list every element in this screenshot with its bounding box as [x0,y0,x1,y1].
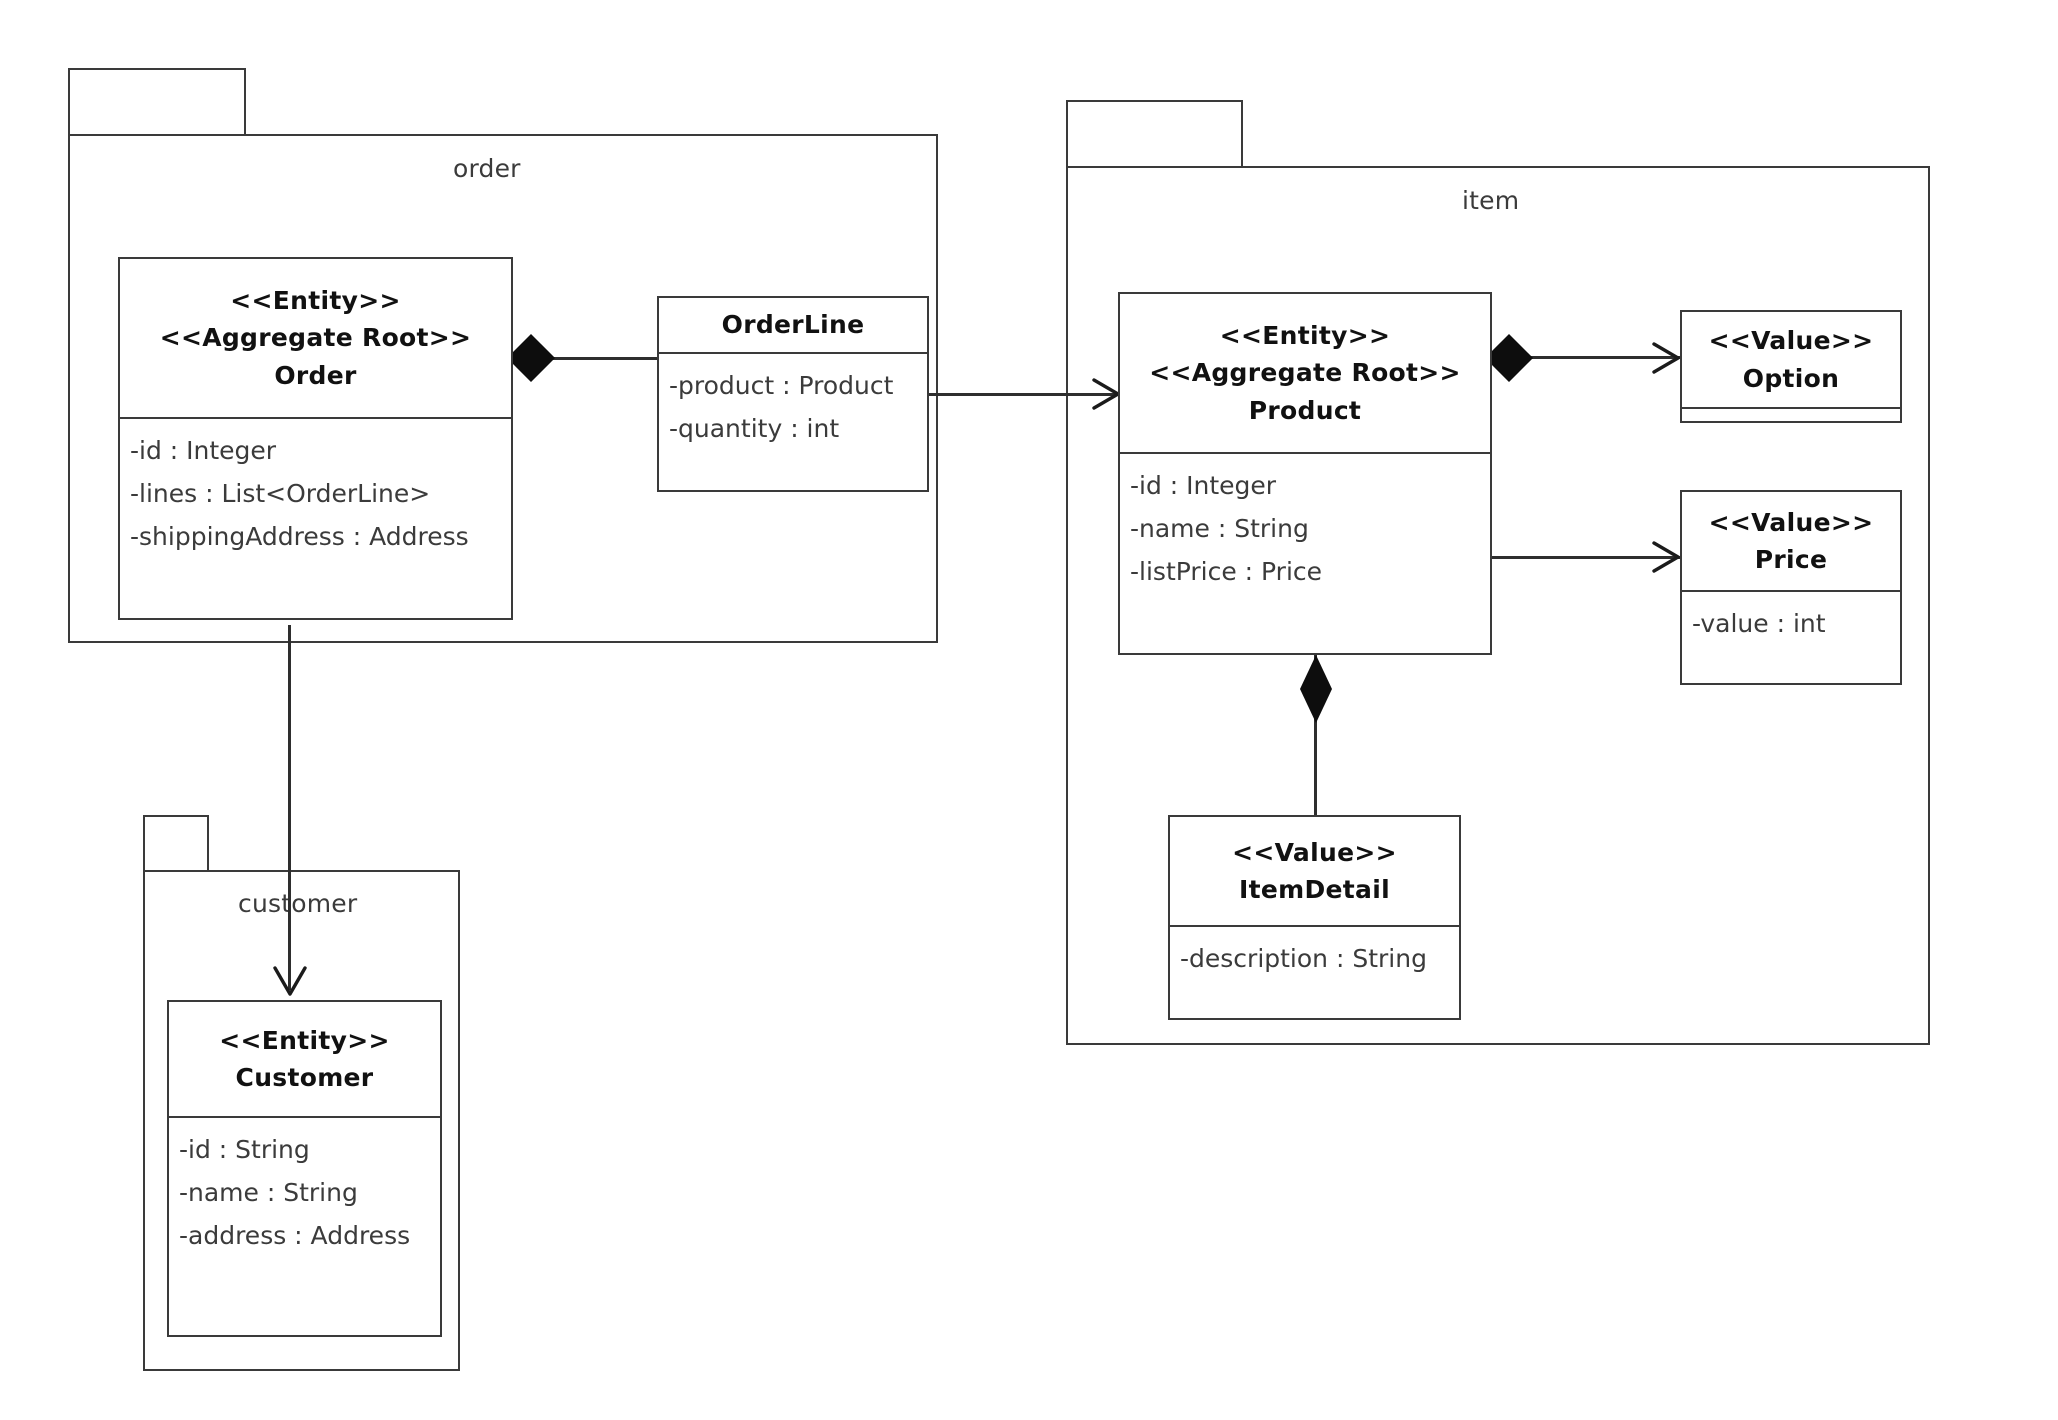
class-stereotype-aggregate-root: <<Aggregate Root>> [159,323,472,353]
class-attributes-order: -id : Integer -lines : List<OrderLine> -… [120,419,511,618]
edge-order-customer [288,625,291,990]
class-name-itemdetail: ItemDetail [1239,875,1390,904]
class-name-option: Option [1742,363,1840,393]
class-stereotype-value: <<Value>> [1708,326,1874,355]
class-stereotype-entity: <<Entity>> [219,1025,390,1055]
class-box-customer[interactable]: <<Entity>> Customer -id : String -name :… [167,1000,442,1337]
class-stereotype-value: <<Value>> [1232,837,1397,867]
class-box-order[interactable]: <<Entity>> <<Aggregate Root>> Order -id … [118,257,513,620]
class-stereotype-entity: <<Entity>> [1219,320,1391,350]
arrowhead-product-price [1650,541,1680,573]
class-box-option[interactable]: <<Value>> Option [1680,310,1902,423]
edge-product-price [1492,556,1682,559]
edge-product-option [1492,356,1682,359]
package-order-label: order [453,154,521,183]
class-header-customer: <<Entity>> Customer [169,1002,440,1118]
class-attributes-option [1682,409,1900,421]
package-item-label: item [1462,186,1520,215]
package-customer-tab [143,815,209,872]
package-customer-body [143,870,460,1371]
package-item-tab [1066,100,1243,168]
edge-orderline-product [928,393,1118,396]
class-attribute: -description : String [1180,944,1427,973]
class-header-price: <<Value>> Price [1682,492,1900,592]
class-attribute: -value : int [1692,609,1826,638]
class-attributes-customer: -id : String -name : String -address : A… [169,1118,440,1335]
class-attribute: -shippingAddress : Address [130,522,469,551]
class-attribute: -lines : List<OrderLine> [130,479,431,508]
class-attribute: -quantity : int [669,414,840,443]
class-attribute: -listPrice : Price [1130,557,1323,586]
class-stereotype-entity: <<Entity>> [230,285,401,315]
class-attributes-itemdetail: -description : String [1170,927,1459,1018]
class-name-product: Product [1248,395,1362,425]
package-customer: customer [143,815,460,1371]
class-header-order: <<Entity>> <<Aggregate Root>> Order [120,259,511,419]
edge-product-itemdetail [1314,655,1317,815]
class-attribute: -name : String [179,1178,358,1207]
class-attribute: -id : Integer [1130,471,1277,500]
class-box-product[interactable]: <<Entity>> <<Aggregate Root>> Product -i… [1118,292,1492,655]
package-item-body [1066,166,1930,1045]
class-name-orderline: OrderLine [721,310,865,340]
class-attribute: -id : String [179,1135,310,1164]
class-box-orderline[interactable]: OrderLine -product : Product -quantity :… [657,296,929,492]
class-attribute: -id : Integer [130,436,277,465]
class-attributes-price: -value : int [1682,592,1900,683]
class-name-order: Order [274,360,357,390]
arrowhead-orderline-product [1090,378,1120,410]
package-item: item [1066,100,1930,1045]
package-order-tab [68,68,246,136]
class-attribute: -product : Product [669,371,894,400]
class-header-product: <<Entity>> <<Aggregate Root>> Product [1120,294,1490,454]
composition-diamond-product-itemdetail [1298,655,1334,723]
class-header-itemdetail: <<Value>> ItemDetail [1170,817,1459,927]
class-stereotype-value: <<Value>> [1708,507,1874,537]
class-box-price[interactable]: <<Value>> Price -value : int [1680,490,1902,685]
package-order: order [68,68,938,643]
class-header-orderline: OrderLine [659,298,927,354]
arrowhead-order-customer [273,965,307,996]
class-attribute: -name : String [1130,514,1309,543]
edge-order-orderline [510,357,660,360]
class-attributes-product: -id : Integer -name : String -listPrice … [1120,454,1490,653]
class-header-option: <<Value>> Option [1682,312,1900,409]
package-customer-label: customer [238,889,358,918]
class-stereotype-aggregate-root: <<Aggregate Root>> [1149,358,1461,388]
package-order-body [68,134,938,643]
class-box-itemdetail[interactable]: <<Value>> ItemDetail -description : Stri… [1168,815,1461,1020]
class-attributes-orderline: -product : Product -quantity : int [659,354,927,490]
class-name-customer: Customer [235,1063,374,1092]
class-attribute: -address : Address [179,1221,411,1250]
class-name-price: Price [1754,545,1828,574]
arrowhead-product-option [1650,342,1680,374]
